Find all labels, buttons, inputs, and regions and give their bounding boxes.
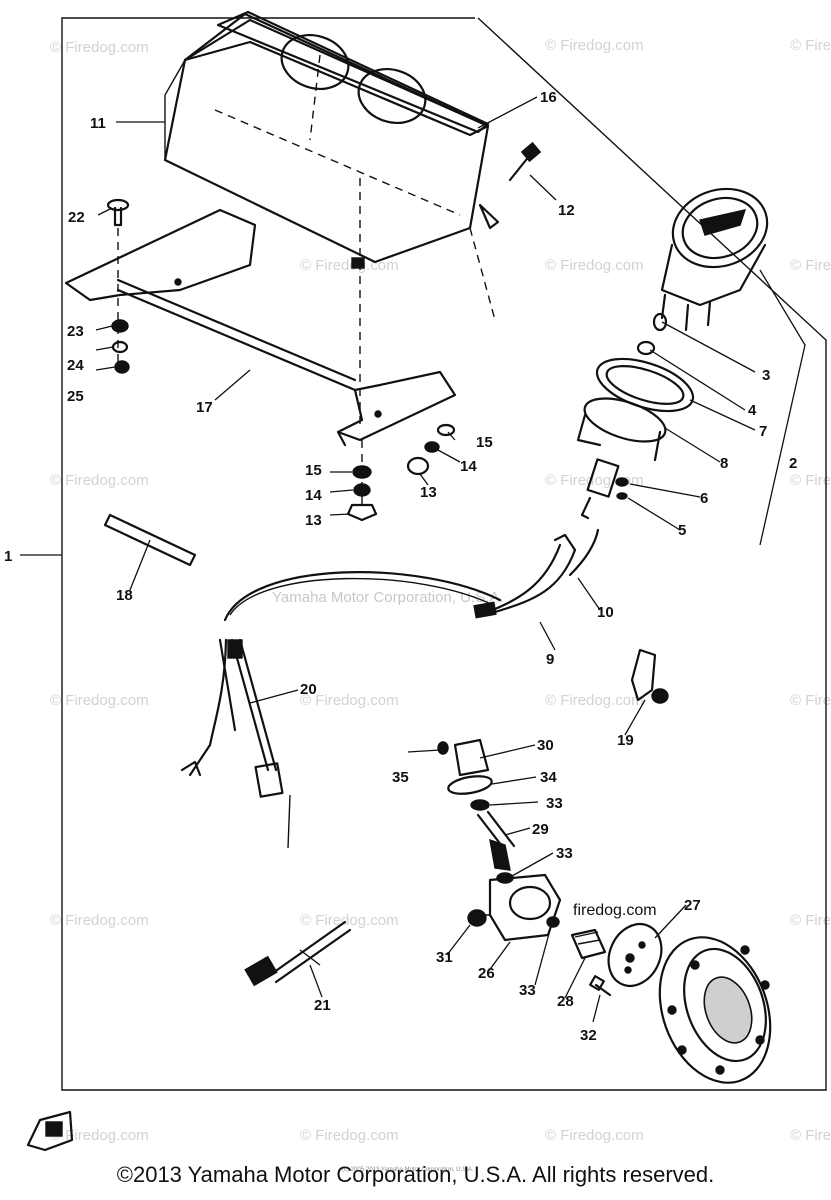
copyright-notice: ©2013 Yamaha Motor Corporation, U.S.A. A… [116,1162,715,1187]
gear-housing-assembly [437,738,663,997]
watermark: © Firedog.com [545,1127,644,1144]
watermark: © Firedog.com [545,37,644,54]
watermark: © Firedog.com [790,1127,831,1144]
callout-9: 9 [546,651,554,668]
callout-13-left: 13 [305,512,322,529]
callout-2: 2 [789,455,797,472]
speedometer-cable [223,528,600,622]
callout-3: 3 [762,367,770,384]
front-direction-icon [26,1110,74,1152]
callout-4: 4 [748,402,757,419]
callout-34: 34 [540,769,557,786]
watermark: © Firedog.com [300,1127,399,1144]
grommet-18 [103,513,197,567]
callout-17: 17 [196,399,213,416]
callout-7: 7 [759,423,767,440]
screw-12 [478,141,542,230]
callout-6: 6 [700,490,708,507]
group-bracket [759,269,806,546]
callout-33-top: 33 [546,795,563,812]
meter-gasket [216,10,490,134]
callout-28: 28 [557,993,574,1010]
watermark: © Firedog.com [50,912,149,929]
watermark: © Firedog.com [790,472,831,489]
guide-line [287,794,291,849]
callout-27: 27 [684,897,701,914]
watermark: © Firedog.com [50,472,149,489]
watermark: © Firedog.com [50,1127,149,1144]
callout-24: 24 [67,357,84,374]
assembly-frame [61,17,827,1091]
watermark-center: Yamaha Motor Corporation, U.S.A. [272,589,504,606]
callout-19: 19 [617,732,634,749]
watermark: © Firedog.com [790,37,831,54]
callout-33-middle: 33 [556,845,573,862]
callout-21: 21 [314,997,331,1014]
leader-lines [20,96,756,1023]
nut-stack-left [346,440,378,522]
callout-32: 32 [580,1027,597,1044]
watermark: © Firedog.com [50,692,149,709]
watermark: © Firedog.com [300,912,399,929]
callout-11: 11 [90,115,106,132]
watermark: © Firedog.com [545,692,644,709]
nut-stack-right [406,423,456,476]
speedometer-assembly [576,187,769,520]
callout-labels: 1 2 3 4 5 6 7 8 9 10 11 12 13 13 14 14 1… [4,89,797,1044]
callout-22: 22 [68,209,85,226]
callout-10: 10 [597,604,614,621]
callout-33-bottom: 33 [519,982,536,999]
callout-23: 23 [67,323,84,340]
callout-18: 18 [116,587,133,604]
callout-8: 8 [720,455,728,472]
callout-20: 20 [300,681,317,698]
watermark: © Firedog.com [545,257,644,274]
callout-15-left: 15 [305,462,322,479]
cable-21 [244,920,352,987]
callout-12: 12 [558,202,575,219]
callout-16: 16 [540,89,557,106]
callout-25: 25 [67,388,84,405]
fine-print: (c) 2005-2013 Yamaha Motor Corporation, … [342,1167,474,1173]
callout-1: 1 [4,548,12,565]
wheel-hub [658,936,772,1084]
meter-cover [163,12,496,430]
watermark: © Firedog.com [790,257,831,274]
meter-bracket [64,208,457,447]
callout-30: 30 [537,737,554,754]
watermark-small: firedog.com [573,902,657,919]
watermark: © Firedog.com [50,39,149,56]
cable-clamp-19 [630,648,669,704]
callout-13-right: 13 [420,484,437,501]
callout-14-left: 14 [305,487,322,504]
callout-14-right: 14 [460,458,477,475]
watermark: © Firedog.com [790,692,831,709]
watermark: © Firedog.com [790,912,831,929]
watermark: © Firedog.com [545,472,644,489]
watermark: © Firedog.com [300,692,399,709]
callout-31: 31 [436,949,453,966]
callout-5: 5 [678,522,686,539]
callout-26: 26 [478,965,495,982]
callout-29: 29 [532,821,549,838]
bolt-22-stack [106,198,130,374]
callout-35: 35 [392,769,409,786]
callout-15-right: 15 [476,434,493,451]
tachometer-cable-20 [180,638,284,798]
watermark-layer: © Firedog.com © Firedog.com © Firedog.co… [50,37,831,1173]
